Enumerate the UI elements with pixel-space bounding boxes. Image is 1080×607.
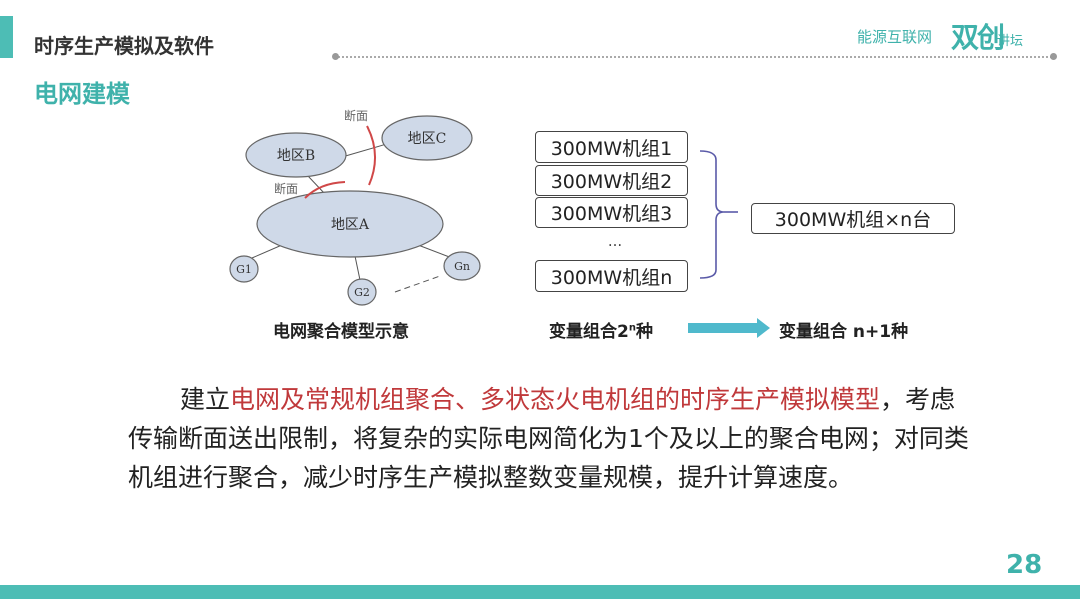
diagram-caption: 电网聚合模型示意 <box>273 322 409 342</box>
region-c-node <box>381 115 473 161</box>
logo-text-small: 讲坛 <box>997 34 1024 49</box>
unit-box: 300MW机组n <box>535 260 688 292</box>
region-b-node <box>245 132 347 178</box>
section-label: 断面 <box>344 108 368 123</box>
section-title: 时序生产模拟及软件 <box>34 34 214 58</box>
generator-node <box>443 251 481 281</box>
generator-node <box>229 255 259 283</box>
exponent: n <box>628 322 636 334</box>
footer-bar <box>0 585 1080 599</box>
page-number: 28 <box>1006 550 1043 580</box>
after-caption: 变量组合 n+1种 <box>779 322 909 342</box>
divider-dot <box>332 53 339 60</box>
logo: 能源互联网 双创 讲坛 <box>855 16 1035 54</box>
aggregate-unit-box: 300MW机组×n台 <box>751 203 955 234</box>
brace <box>699 150 725 279</box>
body-paragraph: 建立电网及常规机组聚合、多状态火电机组的时序生产模拟模型，考虑传输断面送出限制，… <box>128 380 978 497</box>
para-text: 建立 <box>180 385 231 414</box>
before-caption-suffix: 种 <box>635 322 653 342</box>
region-a-node <box>256 190 444 258</box>
divider-dot <box>1050 53 1057 60</box>
before-caption-text: 变量组合2 <box>549 322 629 342</box>
region-b-label: 地区B <box>277 148 315 164</box>
ellipsis: ... <box>607 232 623 250</box>
accent-bar <box>0 16 13 58</box>
logo-text: 能源互联网 <box>857 28 933 46</box>
section-cut <box>366 125 376 186</box>
page-title: 电网建模 <box>34 80 130 108</box>
region-c-label: 地区C <box>408 131 447 147</box>
section-cut <box>304 181 346 199</box>
generator-label: G1 <box>236 263 252 276</box>
generator-label: G2 <box>354 286 370 299</box>
generator-label: Gn <box>454 260 470 273</box>
unit-box: 300MW机组2 <box>535 165 688 196</box>
region-a-label: 地区A <box>331 217 370 233</box>
divider <box>335 56 1055 58</box>
unit-box: 300MW机组3 <box>535 197 688 228</box>
unit-box: 300MW机组1 <box>535 131 688 163</box>
para-text: ，考虑传输断面送出限制，将复杂的实际电网简化为1个及以上的聚合电网；对同类机组进… <box>128 385 969 492</box>
generator-node <box>347 278 377 306</box>
before-caption: 变量组合2n种 <box>549 317 653 342</box>
para-highlight: 电网及常规机组聚合、多状态火电机组的时序生产模拟模型 <box>230 385 881 414</box>
section-label: 断面 <box>274 181 298 196</box>
arrow-icon <box>688 318 770 338</box>
logo-text-big: 双创 <box>951 21 1005 54</box>
